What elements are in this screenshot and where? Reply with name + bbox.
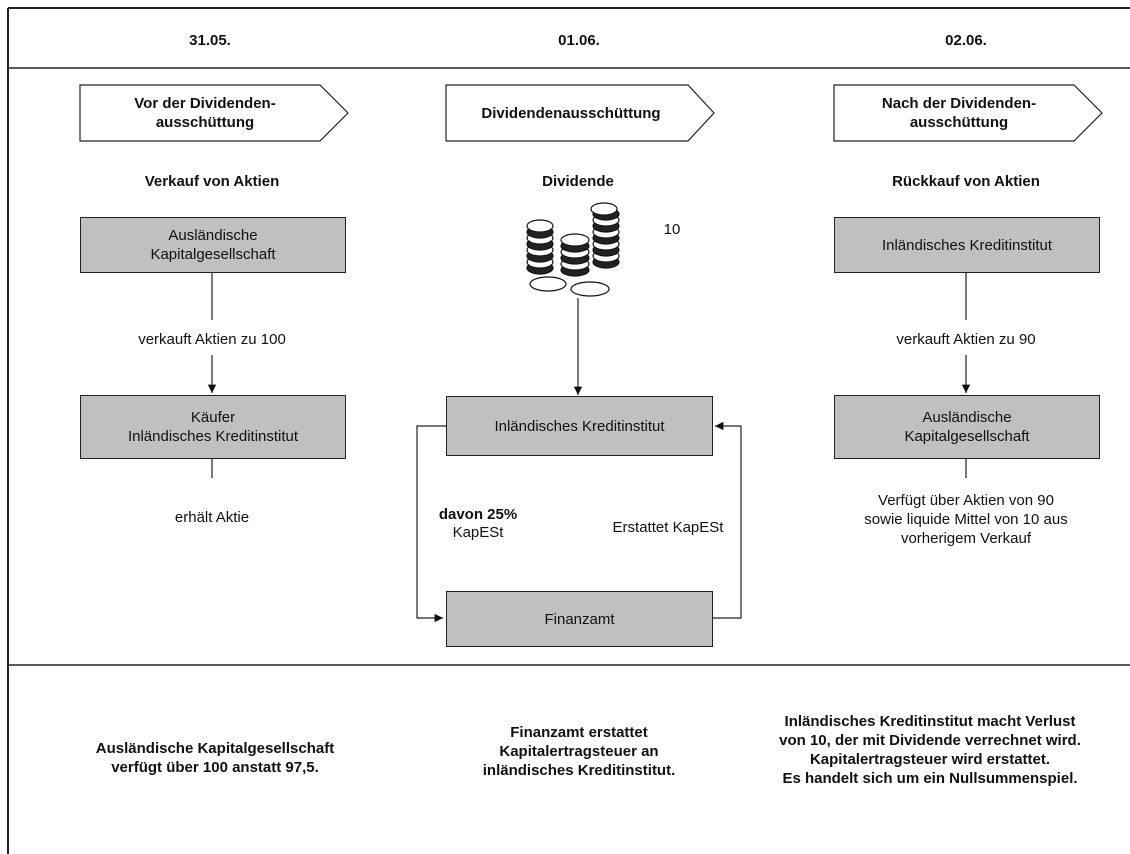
date-column-2: 01.06. (558, 32, 600, 49)
label-verkauft-100: verkauft Aktien zu 100 (138, 331, 286, 348)
date-column-1: 31.05. (189, 32, 231, 49)
dividend-amount: 10 (663, 221, 681, 238)
label-davon-25: davon 25% (438, 506, 518, 523)
date-column-3: 02.06. (945, 32, 987, 49)
box-inlaendisches-kreditinstitut-2: Inländisches Kreditinstitut (834, 217, 1100, 273)
box-inlaendisches-kreditinstitut: Inländisches Kreditinstitut (446, 396, 713, 456)
note-erhaelt-aktie: erhält Aktie (174, 509, 250, 526)
label-verkauft-90: verkauft Aktien zu 90 (896, 331, 1036, 348)
phase-arrow-3 (833, 84, 1103, 142)
footer-column-2: Finanzamt erstattet Kapitalertragsteuer … (482, 724, 676, 779)
phase-label-1: Vor der Dividenden- ausschüttung (134, 95, 276, 131)
phase-label-2: Dividendenausschüttung (481, 104, 661, 122)
footer-column-1: Ausländische Kapitalgesellschaft verfügt… (95, 740, 335, 776)
box-finanzamt: Finanzamt (446, 591, 713, 647)
phase-label-3: Nach der Dividenden- ausschüttung (881, 95, 1037, 131)
label-erstattet-kapest: Erstattet KapESt (612, 519, 724, 536)
footer-column-3: Inländisches Kreditinstitut macht Verlus… (779, 713, 1081, 787)
phase-arrow-1 (79, 84, 349, 142)
box-auslaendische-kapitalgesellschaft: Ausländische Kapitalgesellschaft (80, 217, 346, 273)
refund-arrow (712, 421, 742, 619)
label-kapest: KapESt (452, 524, 504, 541)
heading-column-2: Dividende (542, 173, 614, 190)
box-kaeufer-kreditinstitut: Käufer Inländisches Kreditinstitut (80, 395, 346, 459)
kapest-arrow (416, 425, 446, 623)
phase-arrow-2 (445, 84, 715, 142)
heading-column-1: Verkauf von Aktien (144, 173, 280, 190)
note-verfuegt-ueber-aktien: Verfügt über Aktien von 90 sowie liquide… (864, 492, 1068, 547)
heading-column-3: Rückkauf von Aktien (892, 173, 1040, 190)
box-auslaendische-kapitalgesellschaft-2: Ausländische Kapitalgesellschaft (834, 395, 1100, 459)
coins-stack-icon (526, 202, 620, 297)
